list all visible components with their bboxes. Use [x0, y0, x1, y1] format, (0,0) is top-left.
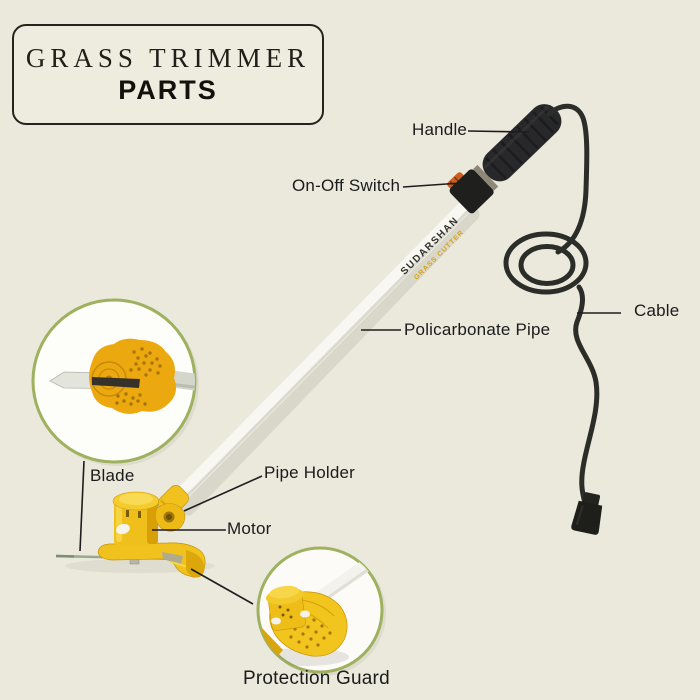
label-policarbonate-pipe: Policarbonate Pipe — [404, 320, 551, 339]
cable-graphic — [503, 103, 600, 506]
page-title: GRASS TRIMMER — [25, 43, 311, 73]
switch-pointer-line — [402, 182, 462, 188]
label-blade: Blade — [90, 466, 135, 485]
inset-guard-circle — [256, 546, 386, 676]
inset-blade-circle — [31, 298, 199, 466]
trimmer-illustration: SUDARSHAN GRASS CUTTER — [55, 103, 603, 578]
label-motor: Motor — [227, 519, 272, 538]
pipe-holder-pointer-line — [183, 475, 263, 512]
label-protection-guard: Protection Guard — [243, 668, 390, 689]
connector-lines — [79, 130, 621, 605]
blade-pointer-line — [79, 460, 85, 552]
guard-pointer-line — [190, 568, 254, 605]
plug-graphic — [571, 492, 603, 535]
pipe-holder-graphic — [154, 485, 189, 532]
blade-inset-perforations — [115, 347, 162, 406]
handle-graphic — [447, 104, 562, 214]
pipe-shadow — [180, 206, 480, 516]
title-box: GRASS TRIMMER PARTS — [12, 24, 324, 125]
label-on-off-switch: On-Off Switch — [292, 176, 401, 195]
label-cable: Cable — [634, 301, 680, 320]
trimmer-head — [55, 485, 215, 578]
page-subtitle: PARTS — [118, 75, 218, 105]
label-pipe-holder: Pipe Holder — [264, 463, 356, 482]
motor-graphic — [112, 491, 160, 545]
pipe-graphic — [171, 198, 474, 505]
label-handle: Handle — [412, 120, 468, 139]
protection-guard-graphic — [97, 542, 206, 578]
handle-pointer-line — [467, 130, 530, 133]
